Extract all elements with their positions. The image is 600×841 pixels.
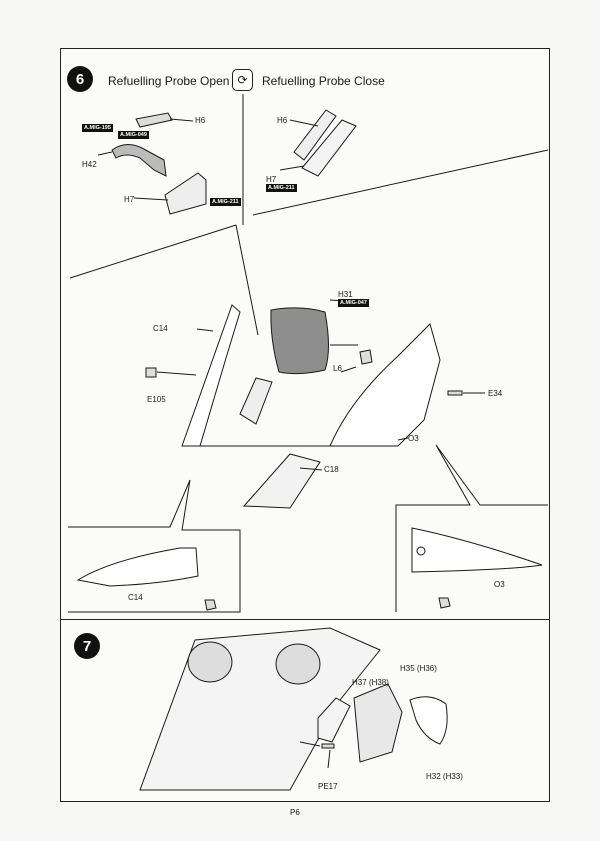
paint-mig211-open: A.MIG-211 bbox=[210, 198, 241, 206]
step-7-badge: 7 bbox=[74, 633, 100, 659]
label-c14: C14 bbox=[153, 324, 168, 333]
probe-open-parts bbox=[97, 112, 207, 215]
label-o3: O3 bbox=[408, 434, 419, 443]
label-e34: E34 bbox=[488, 389, 503, 398]
detail-box-o3 bbox=[395, 444, 548, 612]
label-c14-detail: C14 bbox=[128, 593, 143, 602]
label-h6-close: H6 bbox=[277, 116, 288, 125]
nose-assembly bbox=[145, 299, 485, 509]
probe-close-parts bbox=[279, 109, 357, 177]
label-h35: H35 (H36) bbox=[400, 664, 437, 673]
paint-mig211-close: A.MIG-211 bbox=[266, 184, 297, 192]
label-e105: E105 bbox=[147, 395, 166, 404]
paint-mig049: A.MIG-049 bbox=[118, 131, 149, 139]
paint-mig047: A.MIG-047 bbox=[338, 299, 369, 307]
label-h31: H31 bbox=[338, 290, 353, 299]
section-line-left bbox=[69, 224, 237, 279]
label-h7-close: H7 bbox=[266, 175, 277, 184]
guide-line-a bbox=[235, 224, 259, 336]
fuselage-assembly bbox=[139, 627, 448, 791]
label-o3-detail: O3 bbox=[494, 580, 505, 589]
detail-box-c14 bbox=[68, 479, 241, 613]
label-pe17: PE17 bbox=[318, 782, 338, 791]
probe-close-title: Refuelling Probe Close bbox=[262, 74, 385, 88]
label-h6-open: H6 bbox=[195, 116, 206, 125]
paint-mig195: A.MIG-195 bbox=[82, 124, 113, 132]
page-number: P6 bbox=[290, 808, 300, 817]
label-h42: H42 bbox=[82, 160, 97, 169]
step-6-badge: 6 bbox=[67, 66, 93, 92]
label-c18: C18 bbox=[324, 465, 339, 474]
section-line-right bbox=[252, 149, 549, 216]
label-l6: L6 bbox=[333, 364, 342, 373]
step-divider bbox=[60, 619, 550, 620]
label-h37: H37 (H38) bbox=[352, 678, 389, 687]
label-h7-open: H7 bbox=[124, 195, 135, 204]
probe-open-title: Refuelling Probe Open bbox=[108, 74, 230, 88]
label-h32: H32 (H33) bbox=[426, 772, 463, 781]
flip-rotate-icon: ⟳ bbox=[232, 69, 253, 91]
